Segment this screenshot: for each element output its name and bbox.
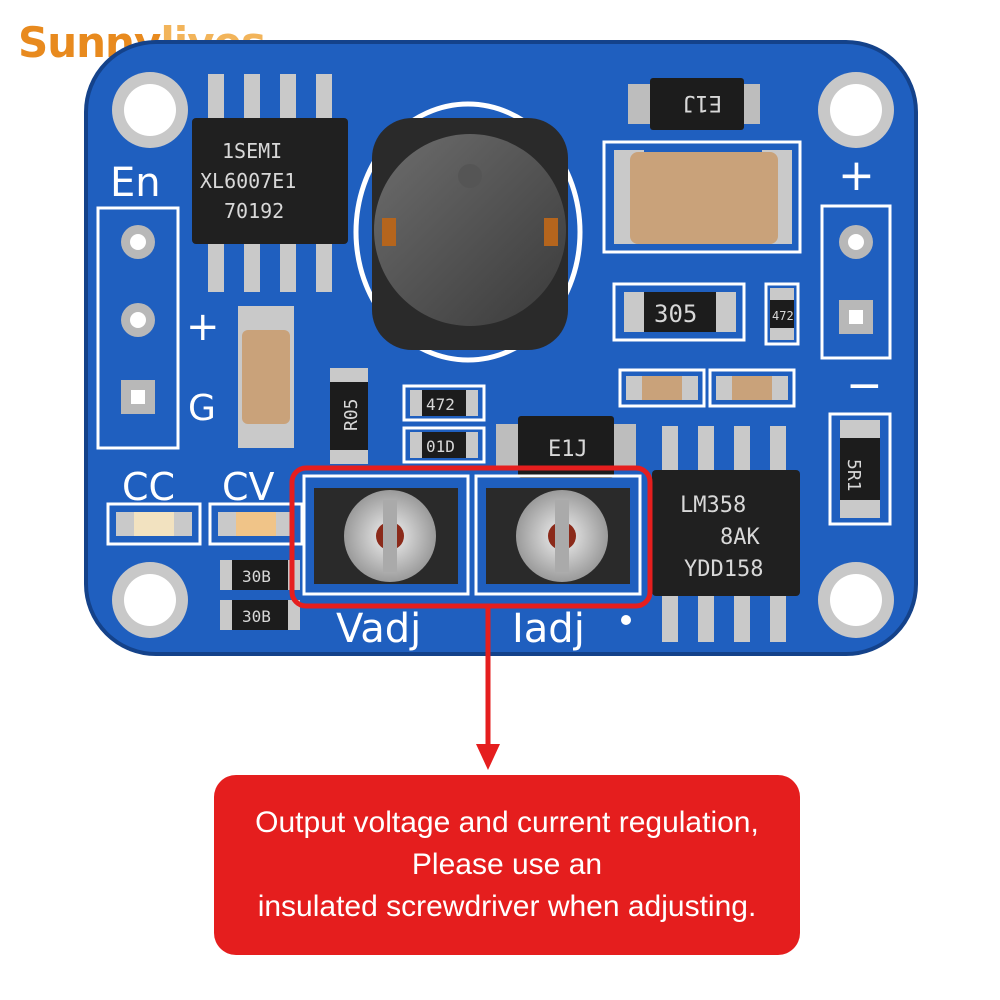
label-cv: CV bbox=[222, 465, 275, 509]
output-header bbox=[820, 204, 892, 360]
label-iadj: Iadj bbox=[512, 606, 585, 652]
xl-text-3: 70192 bbox=[224, 199, 284, 223]
resistor-5r1-text: 5R1 bbox=[843, 459, 864, 492]
callout-line-2: Please use an bbox=[411, 848, 603, 881]
resistor-r05: R05 bbox=[330, 368, 368, 464]
label-g: G bbox=[188, 388, 216, 429]
resistor-30b-a-text: 30B bbox=[242, 567, 271, 586]
resistor-5r1: 5R1 bbox=[828, 412, 892, 526]
diode-top-text: E1J bbox=[682, 90, 722, 115]
resistor-472-right-text: 472 bbox=[772, 309, 794, 323]
callout-box: Output voltage and current regulation, P… bbox=[214, 775, 800, 955]
resistors-30b: 30B 30B bbox=[220, 560, 300, 630]
leds bbox=[106, 502, 304, 546]
diode-mid: E1J bbox=[496, 416, 636, 478]
diode-mid-text: E1J bbox=[548, 437, 588, 462]
mounting-holes bbox=[112, 72, 894, 638]
highlight-box bbox=[289, 465, 653, 609]
input-header bbox=[96, 206, 180, 450]
label-plus-left: + bbox=[186, 304, 220, 350]
resistor-305-text: 305 bbox=[654, 300, 697, 328]
xl6007-chip: 1SEMI XL6007E1 70192 bbox=[192, 74, 348, 292]
resistor-472-mid-text: 472 bbox=[426, 395, 455, 414]
label-vadj: Vadj bbox=[336, 606, 421, 652]
xl-text-1: 1SEMI bbox=[222, 139, 282, 163]
resistor-472-right: 472 bbox=[764, 282, 800, 346]
callout-line-3: insulated screwdriver when adjusting. bbox=[257, 890, 757, 923]
inductor bbox=[353, 101, 583, 363]
callout-line-1: Output voltage and current regulation, bbox=[255, 806, 759, 839]
resistors-middle: 472 01D bbox=[402, 384, 486, 464]
lm358-chip: LM358 8AK YDD158 bbox=[652, 426, 800, 642]
potentiometer-vadj[interactable] bbox=[302, 474, 470, 596]
diode-top: E1J bbox=[628, 78, 760, 130]
resistor-01d-text: 01D bbox=[426, 437, 455, 456]
resistor-30b-b-text: 30B bbox=[242, 607, 271, 626]
xl-text-2: XL6007E1 bbox=[200, 169, 296, 193]
tantalum-cap bbox=[602, 140, 802, 254]
lm-text-3: YDD158 bbox=[684, 557, 763, 582]
label-minus-right: − bbox=[846, 360, 883, 411]
label-plus-right: + bbox=[838, 150, 875, 201]
label-en: En bbox=[110, 160, 161, 206]
left-cap bbox=[238, 306, 294, 448]
resistor-305: 305 bbox=[612, 282, 746, 342]
resistor-r05-text: R05 bbox=[341, 398, 362, 431]
callout-arrow bbox=[476, 606, 500, 770]
label-cc: CC bbox=[122, 465, 175, 509]
potentiometer-iadj[interactable] bbox=[474, 474, 642, 596]
lm-text-2: 8AK bbox=[720, 525, 760, 550]
lm-text-1: LM358 bbox=[680, 493, 746, 518]
small-caps-right bbox=[618, 368, 796, 408]
